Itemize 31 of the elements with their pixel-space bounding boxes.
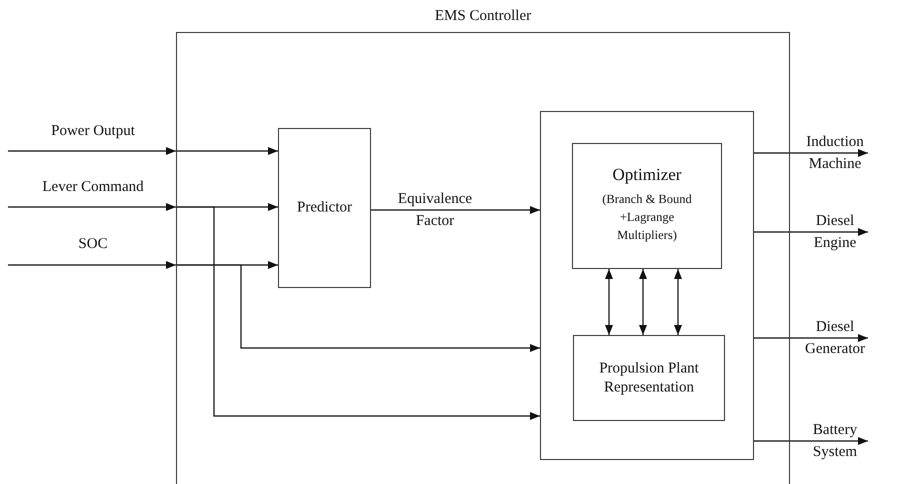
arrow <box>371 206 540 214</box>
arrow <box>754 334 868 342</box>
process-box <box>573 335 725 421</box>
arrow <box>674 269 682 335</box>
arrow <box>8 203 176 211</box>
box-subtitle: (Branch & Bound +Lagrange Multipliers) <box>601 191 693 244</box>
arrow <box>176 147 278 155</box>
edge-label: Lever Command <box>41 178 145 197</box>
arrow <box>639 269 647 335</box>
edge-label: SOC <box>77 235 109 254</box>
edge-label: Equivalence Factor <box>396 190 474 231</box>
arrow <box>754 437 868 445</box>
edge-label: Induction Machine <box>805 133 865 174</box>
box-heading: Optimizer <box>612 164 682 186</box>
arrow <box>8 147 176 155</box>
arrow <box>176 264 540 352</box>
group-box <box>540 111 754 460</box>
box-label: Propulsion Plant Representation <box>598 359 700 397</box>
arrow <box>176 206 540 420</box>
frame-title: EMS Controller <box>434 7 532 26</box>
edge-label: Diesel Engine <box>812 212 858 253</box>
process-box <box>572 143 722 269</box>
arrow <box>754 149 868 157</box>
edge-label: Power Output <box>50 122 136 141</box>
box-label: Predictor <box>296 198 353 218</box>
edge-label: Battery System <box>812 421 858 462</box>
arrow <box>605 269 613 335</box>
process-box <box>278 128 371 288</box>
arrow <box>8 261 176 269</box>
arrow <box>754 228 868 236</box>
edge-label: Diesel Generator <box>804 318 866 359</box>
